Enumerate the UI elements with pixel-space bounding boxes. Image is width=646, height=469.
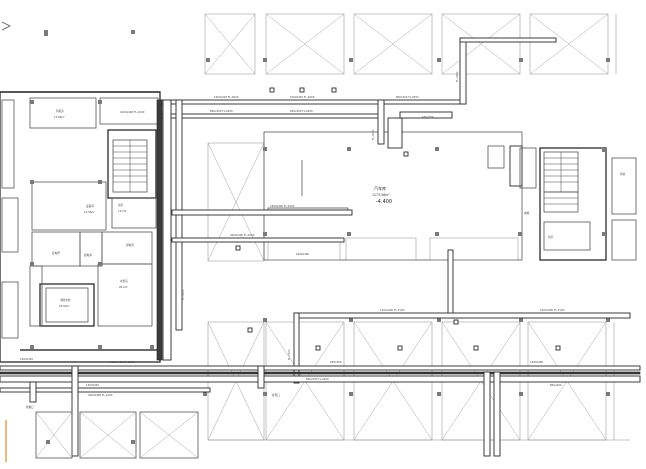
diffusers xyxy=(235,87,561,351)
duct-label-3: 800x320 FL-0250 xyxy=(396,95,419,99)
duct-label-6: 630x250 xyxy=(422,115,434,119)
right-side-room-label: 风井 xyxy=(620,172,626,176)
duct-label-14: 630x320 xyxy=(330,360,342,364)
room-equipment-a-area: 12.56m² xyxy=(84,210,95,214)
room-water-tank: 消防水池 xyxy=(60,298,71,302)
duct-label-18: 800x400 xyxy=(550,383,562,387)
duct-tag-h1: 排风口 xyxy=(272,393,280,397)
duct-tag-v2: FL-0100 xyxy=(181,289,185,300)
duct-runs xyxy=(0,37,641,457)
duct-tag-v5: FL-0100 xyxy=(287,349,291,360)
right-core: 前室 风井 电梯 xyxy=(487,145,637,261)
room-fan-top: 风机房 xyxy=(56,109,64,113)
duct-tag-v1: FL-0040 xyxy=(155,149,159,160)
duct-tag-v4: FL-0040 xyxy=(371,129,375,140)
main-hall-level: -4.400 xyxy=(376,199,392,205)
room-equipment-a: 设备间 xyxy=(86,204,94,208)
duct-label-2: 1000x320 FL-0200 xyxy=(290,95,315,99)
bottom-left-area xyxy=(5,411,199,462)
room-water-tank-area: 33.60m² xyxy=(59,304,70,308)
room-equipment-b: 变电所 xyxy=(52,251,60,255)
duct-label-8: 1600x400 FL-0100 xyxy=(270,204,295,208)
duct-label-19: 1000x320 xyxy=(20,357,33,361)
room-pump-area: 26.2m² xyxy=(119,285,128,289)
room-fan-top-area: 13.86m² xyxy=(54,115,65,119)
main-hall-area: 1273.56m² xyxy=(372,193,390,197)
room-corridor: 前室 xyxy=(118,203,124,207)
duct-label-12: 1000x400 FL-0100 xyxy=(540,308,565,312)
duct-label-15: 1600x400 xyxy=(530,360,543,364)
room-pump: 水泵房 xyxy=(120,279,128,283)
left-building-block: 风机房 13.86m² 前室 13.5m² 设备间 12.56m² 变电所 配电… xyxy=(0,30,161,363)
right-room-label: 前室 xyxy=(548,235,554,239)
duct-label-13: 1000x400 FL-0100 xyxy=(110,360,135,364)
top-left-marks xyxy=(1,21,48,36)
main-hall-name: 汽车库 xyxy=(374,185,386,191)
duct-labels: 1000x320 FL-0040 1000x320 FL-0200 800x32… xyxy=(20,71,565,409)
room-equipment-d: 弱电间 xyxy=(126,243,134,247)
duct-label-9: 2000x400 FL-0100 xyxy=(230,233,255,237)
room-corridor-area: 13.5m² xyxy=(118,209,127,213)
duct-tag-v3: FL-0250 xyxy=(455,71,459,82)
duct-label-5: 630x320 FL-0250 xyxy=(290,109,313,113)
duct-label-1: 1000x320 FL-0040 xyxy=(214,95,239,99)
room-equipment-c: 配电间 xyxy=(84,253,92,257)
main-hall: 汽车库 1273.56m² -4.400 xyxy=(207,131,523,262)
duct-tag-h2: 排烟口 xyxy=(26,405,34,409)
elevator-label: 电梯 xyxy=(524,211,530,215)
parking-bays-top xyxy=(204,13,617,75)
duct-label-20: 2000x400 FL-0100 xyxy=(88,393,113,397)
duct-label-4: 800x320 FL-0250 xyxy=(210,109,233,113)
duct-label-11: 1250x400 FL-0100 xyxy=(380,308,405,312)
duct-label-17: 500x250 FL-0100 xyxy=(306,377,329,381)
duct-label-7: 1000x400 FL-0100 xyxy=(120,110,145,114)
duct-label-10: 1600x400 xyxy=(296,252,309,256)
duct-label-16: 1250x320 xyxy=(86,383,99,387)
